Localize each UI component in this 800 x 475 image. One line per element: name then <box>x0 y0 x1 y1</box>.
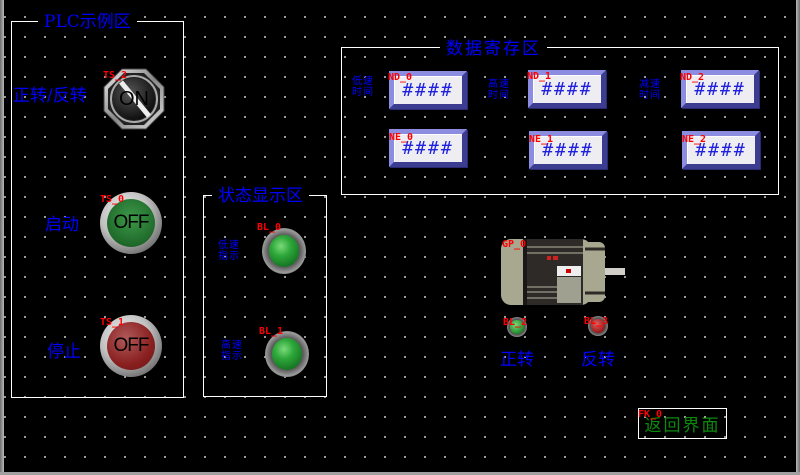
label-line: 时间 <box>352 87 374 98</box>
window-right-border <box>796 0 800 475</box>
ne0-input[interactable]: #### <box>389 129 467 167</box>
nd2-tag: ND_2 <box>680 72 705 83</box>
status-area-title: 状态显示区 <box>212 187 309 205</box>
data-area-title: 数据寄存区 <box>440 40 547 58</box>
low-speed-indicator-label: 低速 指示 <box>218 240 240 262</box>
reverse-label: 反转 <box>581 350 615 370</box>
label-line: 高速 <box>221 340 243 351</box>
start-tag: TS_0 <box>100 194 125 205</box>
label-line: 指示 <box>221 351 243 362</box>
return-tag: FK_0 <box>638 409 663 420</box>
label-line: 时间 <box>488 90 510 101</box>
decel-time-label: 减速 时间 <box>639 79 661 101</box>
nd1-tag: ND_1 <box>527 71 552 82</box>
bl3-tag: BL_3 <box>584 316 609 327</box>
toggle-label: 正转/反转 <box>13 86 87 106</box>
lamp-bulb <box>591 319 605 333</box>
data-area-group <box>341 47 779 195</box>
label-line: 减速 <box>639 79 661 90</box>
nd0-input[interactable]: #### <box>389 71 467 109</box>
nd0-tag: ND_0 <box>388 72 413 83</box>
lamp-bulb <box>510 320 524 334</box>
bl1-tag: BL_1 <box>259 326 284 337</box>
high-speed-lamp <box>265 331 309 377</box>
label-line: 时间 <box>639 90 661 101</box>
high-speed-time-label: 高速 时间 <box>488 79 510 101</box>
high-speed-indicator-label: 高速 指示 <box>221 340 243 362</box>
label-line: 低速 <box>352 76 374 87</box>
toggle-switch-button[interactable]: ON <box>103 68 165 130</box>
label-line: 低速 <box>218 240 240 251</box>
low-speed-time-label: 低速 时间 <box>352 76 374 98</box>
low-speed-lamp <box>262 228 306 274</box>
return-button[interactable]: 返回界面 <box>638 408 727 439</box>
start-state-text: OFF <box>107 199 155 247</box>
start-label: 启动 <box>45 215 79 235</box>
window-left-border <box>0 0 4 475</box>
window-bottom-border <box>0 472 800 475</box>
stop-label: 停止 <box>47 342 81 362</box>
motor-icon <box>501 239 625 305</box>
nd2-input[interactable]: #### <box>681 70 759 108</box>
ne1-tag: NE_1 <box>529 134 554 145</box>
ne2-tag: NE_2 <box>682 134 707 145</box>
reverse-lamp <box>588 316 608 336</box>
toggle-switch-icon <box>103 68 165 130</box>
lamp-bulb <box>269 235 299 267</box>
ne2-input[interactable]: #### <box>682 131 760 169</box>
ne1-input[interactable]: #### <box>529 131 607 169</box>
stop-tag: TS_1 <box>100 317 125 328</box>
label-line: 指示 <box>218 251 240 262</box>
bl2-tag: BL_2 <box>503 317 528 328</box>
start-button[interactable]: OFF <box>100 192 162 254</box>
plc-area-title: PLC示例区 <box>38 13 137 31</box>
motor-tag: GP_0 <box>502 239 527 250</box>
stop-state-text: OFF <box>107 322 155 370</box>
forward-lamp <box>507 317 527 337</box>
toggle-tag: TS_2 <box>103 70 128 81</box>
nd1-input[interactable]: #### <box>528 70 606 108</box>
ne0-tag: NE_0 <box>389 132 414 143</box>
label-line: 高速 <box>488 79 510 90</box>
toggle-state-text: ON <box>119 87 149 110</box>
forward-label: 正转 <box>500 350 534 370</box>
stop-button[interactable]: OFF <box>100 315 162 377</box>
bl0-tag: BL_0 <box>257 222 282 233</box>
lamp-bulb <box>272 338 302 370</box>
